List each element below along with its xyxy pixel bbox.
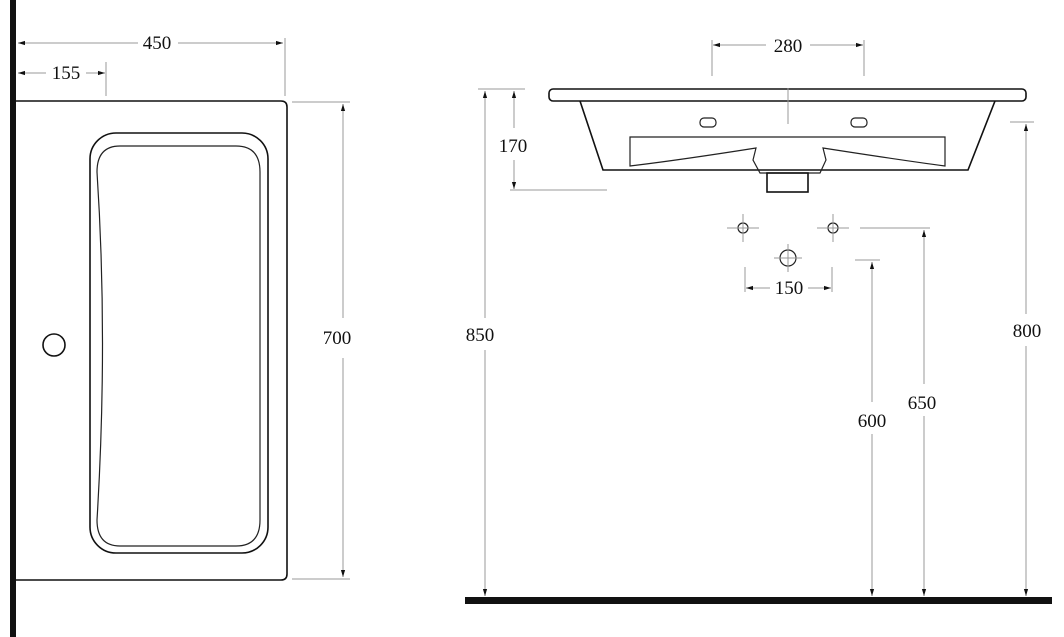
sink-body — [579, 100, 996, 171]
dim-170: 170 — [499, 136, 528, 157]
overflow-right — [850, 117, 868, 128]
dim-850: 850 — [466, 325, 495, 346]
floor — [465, 597, 1052, 604]
dim-280: 280 — [774, 36, 803, 57]
elevation-view: 280 170 850 800 650 600 150 — [465, 36, 1052, 604]
wall — [10, 0, 16, 637]
tap-hole — [42, 333, 66, 357]
drain-outlet — [766, 172, 809, 193]
basin-profile — [629, 136, 946, 174]
basin-inner — [96, 145, 261, 547]
dim-450: 450 — [143, 33, 172, 54]
dim-650: 650 — [908, 393, 937, 414]
dim-150: 150 — [775, 278, 804, 299]
dim-600: 600 — [858, 411, 887, 432]
basin-outer — [89, 132, 269, 554]
plan-view: 450 155 700 — [10, 0, 351, 637]
sink-outline — [16, 100, 288, 581]
overflow-left — [699, 117, 717, 128]
dim-155: 155 — [52, 63, 81, 84]
dim-700: 700 — [323, 328, 352, 349]
dim-800: 800 — [1013, 321, 1042, 342]
